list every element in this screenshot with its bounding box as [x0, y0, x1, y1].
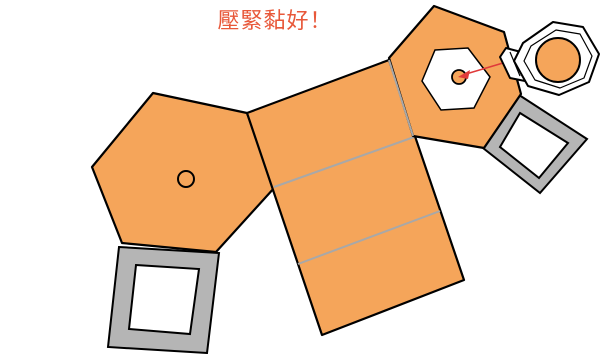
instruction-text: 壓緊黏好！: [217, 9, 333, 34]
fold-line-3: [388, 59, 414, 137]
fold-line-2: [297, 210, 441, 265]
hole-marker-icon: [177, 170, 195, 188]
glue-target-icon: [421, 47, 504, 111]
fold-line-1: [273, 136, 415, 188]
right-square-window: [498, 111, 570, 180]
glue-bottle-icon: [499, 21, 600, 96]
left-square-window: [127, 263, 201, 336]
